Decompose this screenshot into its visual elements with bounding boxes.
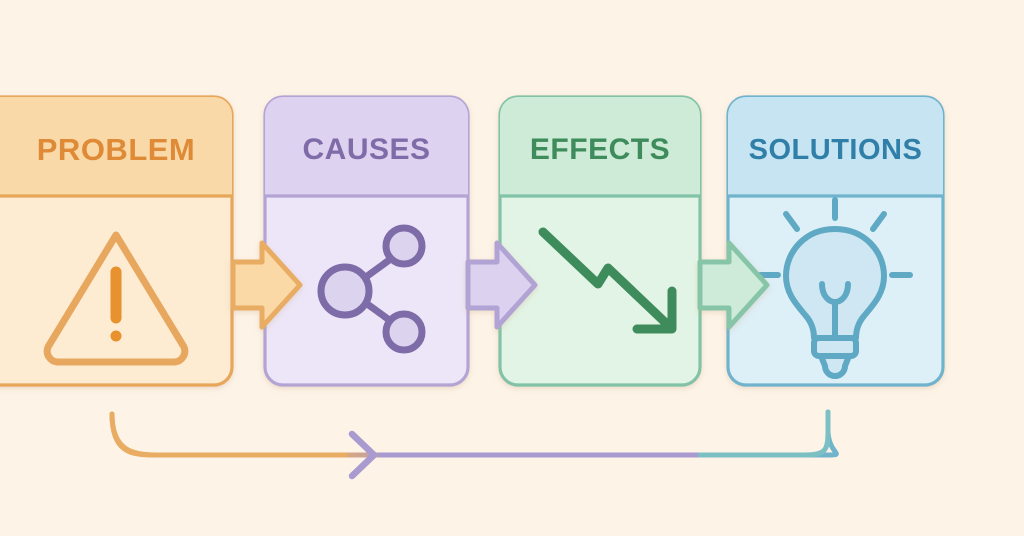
warning-triangle-icon (43, 231, 189, 366)
bulb-ray-top-right (870, 211, 887, 232)
card-solutions-header-fill (728, 97, 943, 196)
node-main (317, 263, 373, 319)
node-bottom (382, 310, 426, 354)
card-effects-header-fill (500, 97, 700, 196)
card-causes[interactable] (263, 95, 470, 387)
connector-causes-to-effects (465, 240, 538, 330)
card-effects[interactable] (498, 95, 702, 387)
connector-effects-to-solutions (697, 240, 770, 330)
network-nodes-icon (317, 224, 426, 354)
card-problem-header-fill (0, 97, 232, 196)
card-causes-header-fill (265, 97, 468, 196)
node-top (382, 224, 426, 268)
solutions-to-problem-feedback (109, 409, 839, 480)
declining-arrow-icon (538, 227, 677, 334)
connector-problem-to-causes (230, 240, 303, 330)
bulb-ray-top-left (783, 211, 800, 232)
lightbulb-icon (757, 197, 913, 379)
chevron-right-arrowhead (348, 430, 378, 480)
